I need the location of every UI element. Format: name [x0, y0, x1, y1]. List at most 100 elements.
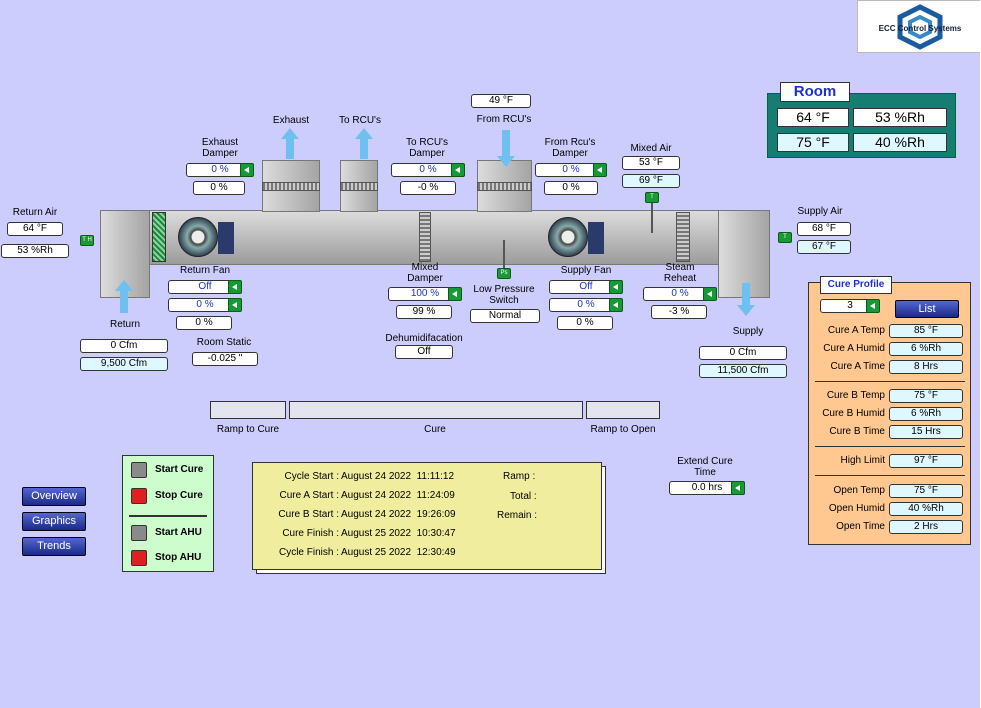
exhaust-damper-cmd[interactable]: 0 % [186, 163, 254, 177]
dehumid-value: Off [395, 345, 453, 359]
room-humid-2: 40 %Rh [853, 133, 947, 152]
cure-b-humid-value[interactable]: 6 %Rh [889, 407, 963, 421]
supply-fan-speed-adjust-icon[interactable] [609, 298, 623, 312]
cure-a-time-value[interactable]: 8 Hrs [889, 360, 963, 374]
controls-divider [129, 515, 207, 517]
return-arrow-icon [115, 280, 133, 291]
exhaust-damper-fb: 0 % [193, 181, 245, 195]
room-static-title: Room Static [196, 337, 252, 348]
cure-label: Cure [424, 424, 446, 435]
return-fan-speed-adjust-icon[interactable] [228, 298, 242, 312]
supply-cfm-setpoint[interactable]: 11,500 Cfm [699, 364, 787, 378]
cure-b-time-value[interactable]: 15 Hrs [889, 425, 963, 439]
return-fan-speed-cmd[interactable]: 0 % [168, 298, 242, 312]
cycle-row-label: Cure B Start : [278, 509, 339, 520]
high-limit-value[interactable]: 97 °F [889, 454, 963, 468]
from-rcu-temp: 49 °F [471, 94, 531, 108]
return-fan-icon [178, 217, 218, 257]
graphics-button[interactable]: Graphics [22, 512, 86, 531]
cure-b-temp-value[interactable]: 75 °F [889, 389, 963, 403]
to-rcu-damper-adjust-icon[interactable] [451, 163, 465, 177]
cure-profile-select-adjust-icon[interactable] [866, 299, 880, 313]
supply-fan-cmd[interactable]: Off [549, 280, 623, 294]
return-filter [152, 212, 166, 262]
room-static-value: -0.025 " [192, 352, 258, 366]
supply-air-temp: 68 °F [797, 222, 851, 236]
trends-button[interactable]: Trends [22, 537, 86, 556]
cure-profile-select[interactable]: 3 [820, 299, 880, 313]
dehumid-title: Dehumidifacation [385, 333, 463, 344]
return-air-temp: 64 °F [7, 222, 63, 236]
return-fan-speed-fb: 0 % [176, 316, 232, 330]
company-logo: ECC Control Systems [857, 0, 980, 53]
from-rcu-damper-adjust-icon[interactable] [593, 163, 607, 177]
start-ahu-button[interactable]: Start AHU [131, 524, 211, 542]
return-fan-title: Return Fan [179, 265, 231, 276]
supply-fan-speed-cmd[interactable]: 0 % [549, 298, 623, 312]
cure-a-humid-value[interactable]: 6 %Rh [889, 342, 963, 356]
room-humid-1: 53 %Rh [853, 108, 947, 127]
room-temp-1: 64 °F [777, 108, 849, 127]
stop-cure-button[interactable]: Stop Cure [131, 487, 211, 505]
cycle-ramp-label: Ramp : [503, 471, 536, 482]
supply-fan-adjust-icon[interactable] [609, 280, 623, 294]
return-fan-cmd[interactable]: Off [168, 280, 242, 294]
extend-cure-adjust-icon[interactable] [731, 481, 745, 495]
steam-reheat-coil [676, 212, 690, 262]
return-cfm-setpoint[interactable]: 9,500 Cfm [80, 357, 168, 371]
open-humid-value[interactable]: 40 %Rh [889, 502, 963, 516]
mixed-damper-title: Mixed Damper [407, 262, 443, 284]
exhaust-damper-adjust-icon[interactable] [240, 163, 254, 177]
exhaust-damper-blades [262, 182, 320, 191]
open-time-value[interactable]: 2 Hrs [889, 520, 963, 534]
cycle-row: Cure B Start :August 24 2022 19:26:09 [253, 509, 503, 523]
exhaust-arrow-icon [281, 128, 299, 139]
cure-a-temp-value[interactable]: 85 °F [889, 324, 963, 338]
from-rcu-damper-cmd[interactable]: 0 % [535, 163, 607, 177]
list-button[interactable]: List [895, 300, 959, 318]
supply-air-t-sensor-icon: T [778, 232, 792, 243]
extend-cure-value[interactable]: 0.0 hrs [669, 481, 745, 495]
ramp-to-open-label: Ramp to Open [590, 424, 656, 435]
steam-reheat-adjust-icon[interactable] [703, 287, 717, 301]
to-rcu-arrow-icon [355, 128, 373, 139]
mixed-air-setpoint[interactable]: 69 °F [622, 174, 680, 188]
cycle-row-value: August 24 2022 11:11:12 [341, 471, 455, 482]
cycle-row-label: Cycle Start : [284, 471, 339, 482]
room-panel: Room 64 °F 53 %Rh 75 °F 40 %Rh [767, 82, 956, 158]
mixed-air-t-sensor-icon: T [645, 192, 659, 203]
room-title: Room [780, 82, 850, 102]
steam-reheat-fb: -3 % [651, 305, 707, 319]
supply-air-setpoint[interactable]: 67 °F [797, 240, 851, 254]
to-rcu-damper-cmd[interactable]: 0 % [391, 163, 465, 177]
to-rcu-label: To RCU's [339, 115, 381, 126]
cycle-row-value: August 25 2022 10:30:47 [341, 528, 456, 539]
mixed-damper-adjust-icon[interactable] [448, 287, 462, 301]
supply-fan-icon [548, 217, 588, 257]
from-rcu-arrow-icon [497, 156, 515, 167]
logo-mark-icon [897, 4, 943, 50]
steam-reheat-cmd[interactable]: 0 % [643, 287, 717, 301]
room-temp-2: 75 °F [777, 133, 849, 152]
exhaust-label: Exhaust [272, 115, 310, 126]
supply-air-title: Supply Air [797, 206, 843, 217]
cycle-row-value: August 24 2022 11:24:09 [341, 490, 455, 501]
supply-cfm: 0 Cfm [699, 346, 787, 360]
ramp-to-cure-bar [210, 401, 286, 419]
return-fan-adjust-icon[interactable] [228, 280, 242, 294]
mixed-damper-cmd[interactable]: 100 % [388, 287, 462, 301]
mixed-damper-blades [419, 212, 431, 262]
cure-profile-divider-3 [815, 475, 965, 476]
open-temp-value[interactable]: 75 °F [889, 484, 963, 498]
low-pressure-sensor-icon: Ps [497, 268, 511, 279]
overview-button[interactable]: Overview [22, 487, 86, 506]
stop-ahu-button[interactable]: Stop AHU [131, 549, 211, 567]
extend-cure-title: Extend Cure Time [677, 456, 733, 478]
start-cure-button[interactable]: Start Cure [131, 461, 211, 479]
